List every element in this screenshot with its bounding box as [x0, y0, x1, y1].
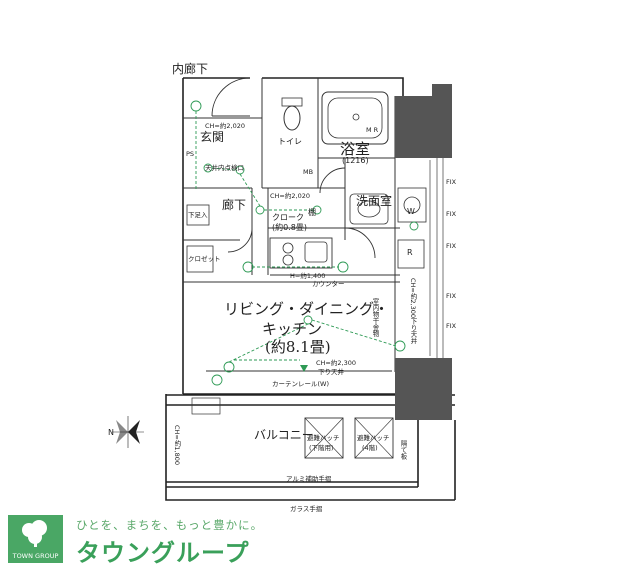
- brand-tagline: ひとを、まちを、もっと豊かに。: [76, 518, 264, 532]
- north-arrow: [112, 416, 144, 448]
- hatch1-sub-label: (下階用): [309, 444, 334, 452]
- bath-size-label: (1216): [342, 156, 369, 165]
- ldk-label-line1: リビング・ダイニング・: [224, 300, 390, 318]
- hatch2-label: 避難ハッチ: [357, 434, 390, 442]
- fix-label-1: FIX: [446, 178, 457, 186]
- ldk-size-label: (約8.1畳): [265, 338, 331, 356]
- fix-label-4: FIX: [446, 292, 457, 300]
- corridor-label: 内廊下: [172, 62, 209, 76]
- closet-label: クローク: [272, 213, 304, 222]
- counter-height-label: H=約1,400: [290, 272, 326, 280]
- ceiling-inspection-label: 天井内点検口: [205, 164, 244, 172]
- indoor-dryer-label: 室内物干金物: [371, 298, 379, 337]
- ch-left-label: CH=約1,800: [173, 425, 181, 465]
- logo-text: TOWN GROUP: [12, 552, 59, 560]
- glass-rail-label: ガラス手摺: [290, 505, 323, 513]
- partition-label: 隔て板: [399, 440, 407, 460]
- fridge-label: R: [407, 248, 413, 257]
- drop-ceiling-marker: [300, 365, 308, 372]
- entrance-ch-label: CH=約2,020: [205, 122, 245, 130]
- clothes-bin-label: クロゼット: [188, 255, 221, 263]
- balcony-label: バルコニー: [254, 428, 314, 442]
- drop-ceiling-right-label: CH=約2,300下り天井: [409, 278, 417, 344]
- bath-label: 浴室: [340, 140, 371, 158]
- door-swings: [211, 77, 376, 259]
- mb-label: MB: [303, 168, 314, 176]
- exterior-walls: [165, 77, 456, 501]
- counter-label: カウンター: [312, 280, 345, 288]
- bathroom-fixtures: [281, 91, 427, 225]
- shelf-label: 棚: [308, 208, 316, 217]
- washer-label: W: [407, 207, 415, 216]
- hatch1-label: 避難ハッチ: [307, 434, 340, 442]
- fix-label-3: FIX: [446, 242, 457, 250]
- curtain-rail-label: カーテンレール(W): [272, 380, 329, 388]
- aluminum-rail-label: アルミ補助手摺: [286, 475, 332, 483]
- structural-pillars: [395, 84, 452, 420]
- brand-name: タウングループ: [76, 539, 250, 567]
- ps-label: PS: [186, 150, 195, 158]
- toilet-label: トイレ: [278, 137, 302, 146]
- hallway-ch-label: CH=約2,020: [270, 192, 310, 200]
- ldk-label-line2: キッチン: [262, 320, 323, 338]
- balcony-hatches: [191, 397, 394, 459]
- kitchen-fixtures: [186, 204, 425, 273]
- entrance-label: 玄関: [200, 130, 225, 144]
- washroom-label: 洗面室: [356, 194, 393, 208]
- drop-ceiling-bottom-label: CH=約2,300: [316, 359, 356, 367]
- hatch2-sub-label: (4階): [362, 444, 378, 452]
- electrical-layout: [190, 100, 419, 386]
- mr-label: M R: [366, 126, 379, 134]
- hallway-label: 廊下: [222, 198, 247, 212]
- fix-label-5: FIX: [446, 322, 457, 330]
- drop-ceiling-bottom2-label: 下り天井: [318, 368, 344, 376]
- fix-label-2: FIX: [446, 210, 457, 218]
- north-label: N: [108, 428, 114, 437]
- shoebox-label: 下足入: [188, 211, 208, 219]
- closet-size-label: (約0.8畳): [272, 223, 307, 232]
- town-group-logo: TOWN GROUP: [8, 515, 63, 563]
- window-frames: [429, 158, 444, 358]
